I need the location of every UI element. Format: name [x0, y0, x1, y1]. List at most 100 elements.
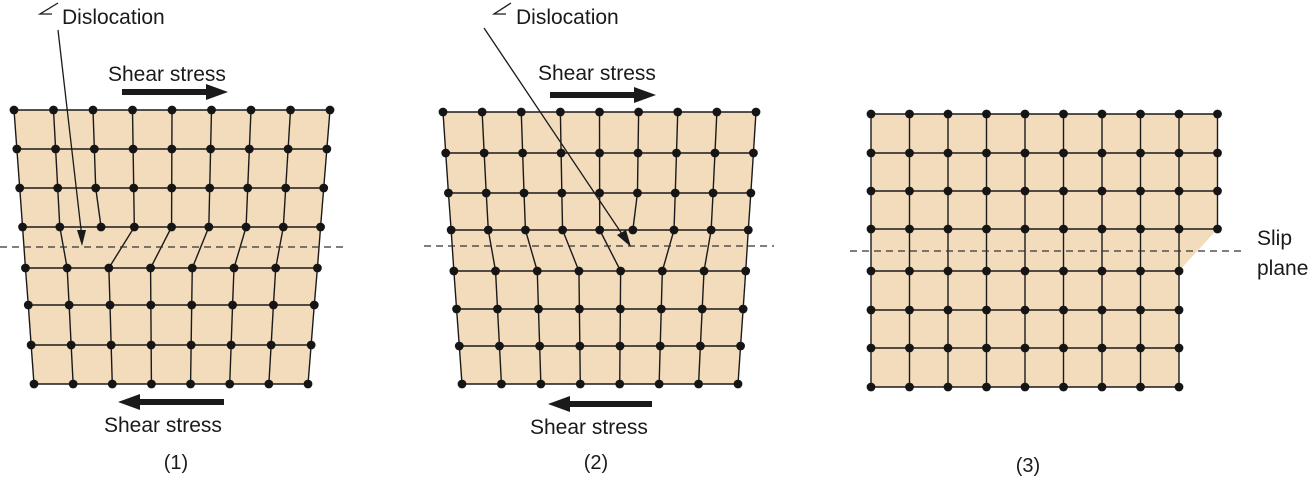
atom [1175, 110, 1184, 119]
atom [557, 149, 566, 158]
atom [734, 380, 743, 389]
atom [905, 306, 914, 315]
lattice-bond-vertical [191, 345, 192, 384]
atom [267, 341, 276, 350]
atom [1136, 149, 1145, 158]
atom [1175, 187, 1184, 196]
atom [696, 342, 705, 351]
atom [707, 226, 716, 235]
atom [536, 380, 545, 389]
atom [1098, 383, 1107, 392]
atom [746, 189, 755, 198]
lattice-bond-vertical [561, 153, 562, 193]
atom [51, 145, 60, 154]
shear-arrow-left-1 [118, 394, 224, 410]
atom [1136, 306, 1145, 315]
lattice-bond-vertical [209, 188, 210, 227]
atom [557, 189, 566, 198]
atom [1021, 187, 1030, 196]
atom [147, 341, 156, 350]
atom [698, 305, 707, 314]
atom [24, 301, 33, 310]
atom [867, 383, 876, 392]
atom [982, 383, 991, 392]
atom [227, 341, 236, 350]
atom [271, 264, 280, 273]
atom [944, 344, 953, 353]
atom [1021, 306, 1030, 315]
atom [1136, 225, 1145, 234]
atom [167, 145, 176, 154]
atom [21, 264, 30, 273]
slip-plane-label-line1: Slip [1257, 227, 1292, 250]
atom [867, 225, 876, 234]
atom [187, 341, 196, 350]
atom [518, 149, 527, 158]
atom [458, 380, 467, 389]
atom [1059, 225, 1068, 234]
atom [1059, 149, 1068, 158]
atom [441, 149, 450, 158]
shear-arrow-right-1 [122, 84, 228, 100]
atom [264, 380, 273, 389]
atom [449, 267, 458, 276]
atom [1021, 344, 1030, 353]
atom [672, 149, 681, 158]
atom [1213, 225, 1222, 234]
atom [304, 380, 313, 389]
shear-arrow-left-2 [548, 396, 652, 412]
atom [1059, 383, 1068, 392]
atom [944, 187, 953, 196]
atom [444, 189, 453, 198]
atom [752, 108, 761, 117]
atom [595, 226, 604, 235]
atom [1175, 225, 1184, 234]
atom [905, 344, 914, 353]
dislocation-leader-tick-2 [494, 3, 511, 14]
panel-caption-1: (1) [164, 452, 188, 474]
atom [867, 110, 876, 119]
atom [982, 267, 991, 276]
atom [736, 342, 745, 351]
atom [982, 110, 991, 119]
panel-caption-3: (3) [1016, 455, 1040, 477]
atom [146, 264, 155, 273]
atom [576, 380, 585, 389]
atom [671, 189, 680, 198]
atom [1059, 187, 1068, 196]
atom [316, 223, 325, 232]
dislocation-label-1: Dislocation [62, 6, 165, 29]
atom [905, 383, 914, 392]
atom [944, 110, 953, 119]
atom [279, 223, 288, 232]
atom [243, 184, 252, 193]
atom [281, 184, 290, 193]
atom [944, 149, 953, 158]
atom [616, 342, 625, 351]
atom [1213, 110, 1222, 119]
atom [1175, 306, 1184, 315]
atom [694, 380, 703, 389]
atom [1175, 267, 1184, 276]
atom [749, 149, 758, 158]
atom [480, 149, 489, 158]
atom [616, 305, 625, 314]
atom [633, 189, 642, 198]
atom [867, 344, 876, 353]
atom [615, 380, 624, 389]
atom [657, 305, 666, 314]
atom [628, 226, 637, 235]
shear-stress-bottom-label-1: Shear stress [104, 414, 222, 437]
atom [575, 305, 584, 314]
atom [905, 110, 914, 119]
atom [558, 226, 567, 235]
atom [982, 225, 991, 234]
atom [658, 267, 667, 276]
atom [905, 149, 914, 158]
atom [168, 106, 177, 115]
lattice-bond-vertical [210, 149, 211, 188]
atom [452, 305, 461, 314]
atom [322, 145, 331, 154]
atom [575, 267, 584, 276]
lattice-bond-vertical [560, 112, 561, 153]
